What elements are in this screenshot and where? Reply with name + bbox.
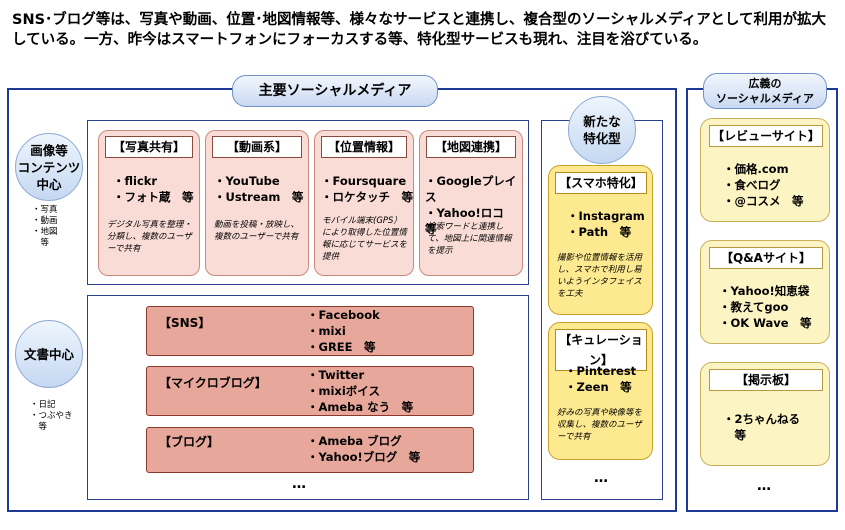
- card-smartphone: 【スマホ特化】 ・Instagram ・Path 等 撮影や位置情報を活用し、ス…: [548, 165, 653, 315]
- text-centric-sublist: ・日記 ・つぶやき 等: [30, 400, 73, 432]
- bar-microblog: 【マイクロブログ】 ・Twitter ・mixiボイス ・Ameba なう 等: [146, 366, 474, 416]
- card-bulletin-board-title: 【掲示板】: [709, 369, 823, 391]
- card-review-sites-items: ・価格.com ・食べログ ・@コスメ 等: [723, 162, 804, 208]
- card-curation: 【キュレーション】 ・Pinterest ・Zeen 等 好みの写真や映像等を収…: [548, 322, 653, 460]
- card-video-desc: 動画を投稿・放映し、複数のユーザーで共有: [214, 220, 300, 242]
- card-photo-sharing-title: 【写真共有】: [105, 136, 193, 158]
- bar-microblog-items: ・Twitter ・mixiボイス ・Ameba なう 等: [307, 368, 414, 414]
- card-bulletin-board-items: ・2ちゃんねる 等: [723, 412, 801, 442]
- specialized-more: …: [594, 470, 610, 486]
- card-map: 【地図連携】 ・Googleプレイス ・Yahoo!ロコ 等 検索ワードと連携し…: [419, 130, 523, 276]
- card-location-title: 【位置情報】: [321, 136, 407, 158]
- card-location: 【位置情報】 ・Foursquare ・ロケタッチ 等 モバイル端末(GPS）に…: [314, 130, 414, 276]
- card-photo-sharing-items: ・flickr ・フォト蔵 等: [113, 174, 194, 204]
- card-video-title: 【動画系】: [212, 136, 302, 158]
- content-centric-sublist: ・写真 ・動画 ・地図 等: [32, 205, 58, 248]
- card-qa-sites-items: ・Yahoo!知恵袋 ・教えてgoo ・OK Wave 等: [719, 284, 812, 330]
- bar-sns-items: ・Facebook ・mixi ・GREE 等: [307, 308, 380, 354]
- bar-blog: 【ブログ】 ・Ameba ブログ ・Yahoo!ブログ 等: [146, 427, 474, 473]
- card-map-desc: 検索ワードと連携して、地図上に関連情報を提示: [427, 222, 512, 256]
- bar-sns: 【SNS】 ・Facebook ・mixi ・GREE 等: [146, 306, 474, 356]
- text-centric-label: 文書中心: [15, 320, 83, 388]
- card-curation-desc: 好みの写真や映像等を収集し、複数のユーザーで共有: [557, 408, 643, 442]
- card-qa-sites-title: 【Q&Aサイト】: [709, 247, 823, 269]
- text-centric-more: …: [292, 476, 308, 492]
- bar-microblog-label: 【マイクロブログ】: [159, 376, 267, 390]
- card-photo-sharing: 【写真共有】 ・flickr ・フォト蔵 等 デジタル写真を整理・分類し、複数の…: [98, 130, 200, 276]
- bar-blog-label: 【ブログ】: [159, 435, 220, 449]
- card-review-sites: 【レビューサイト】 ・価格.com ・食べログ ・@コスメ 等: [700, 118, 830, 222]
- card-location-items: ・Foursquare ・ロケタッチ 等: [321, 174, 413, 204]
- card-curation-title: 【キュレーション】: [555, 329, 647, 371]
- card-map-title: 【地図連携】: [426, 136, 516, 158]
- card-video: 【動画系】 ・YouTube ・Ustream 等 動画を投稿・放映し、複数のユ…: [205, 130, 309, 276]
- card-curation-items: ・Pinterest ・Zeen 等: [565, 364, 637, 394]
- card-location-desc: モバイル端末(GPS）により取得した位置情報に応じてサービスを提供: [322, 216, 408, 262]
- specialized-label: 新たな 特化型: [568, 96, 636, 164]
- broad-more: …: [757, 478, 773, 494]
- card-smartphone-desc: 撮影や位置情報を活用し、スマホで利用し易いようインタフェイスを工夫: [557, 253, 643, 299]
- content-centric-label-text: 画像等 コンテンツ 中心: [17, 142, 81, 192]
- main-social-media-title: 主要ソーシャルメディア: [232, 75, 438, 107]
- card-smartphone-items: ・Instagram ・Path 等: [567, 209, 645, 239]
- card-map-items: ・Googleプレイス ・Yahoo!ロコ 等: [425, 174, 517, 236]
- bar-sns-label: 【SNS】: [159, 316, 211, 330]
- broad-social-media-title: 広義の ソーシャルメディア: [703, 73, 827, 109]
- card-qa-sites: 【Q&Aサイト】 ・Yahoo!知恵袋 ・教えてgoo ・OK Wave 等: [700, 240, 830, 344]
- card-smartphone-title: 【スマホ特化】: [555, 172, 647, 194]
- bar-blog-items: ・Ameba ブログ ・Yahoo!ブログ 等: [307, 434, 421, 464]
- card-review-sites-title: 【レビューサイト】: [709, 125, 823, 147]
- content-centric-label: 画像等 コンテンツ 中心: [15, 133, 83, 201]
- intro-text: SNS･ブログ等は、写真や動画、位置･地図情報等、様々なサービスと連携し、複合型…: [12, 12, 826, 48]
- card-video-items: ・YouTube ・Ustream 等: [214, 174, 304, 204]
- text-centric-label-text: 文書中心: [23, 346, 74, 362]
- card-photo-sharing-desc: デジタル写真を整理・分類し、複数のユーザーで共有: [107, 220, 192, 254]
- card-bulletin-board: 【掲示板】 ・2ちゃんねる 等: [700, 362, 830, 466]
- specialized-label-text: 新たな 特化型: [583, 114, 621, 146]
